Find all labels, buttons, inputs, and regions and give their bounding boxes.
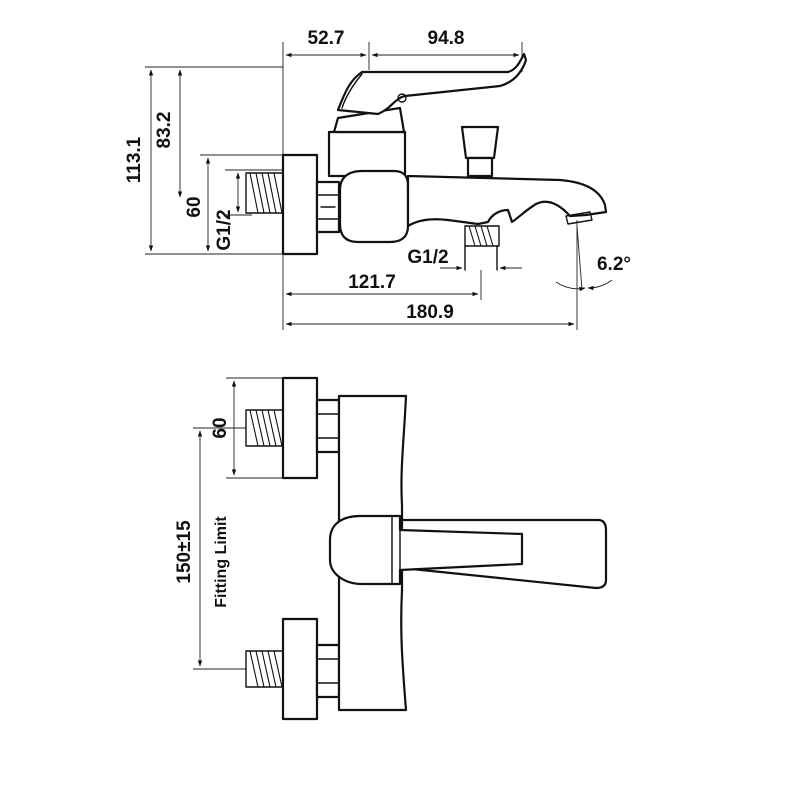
dim-label-52-7: 52.7 xyxy=(308,28,345,49)
diverter-knob xyxy=(460,125,500,178)
dim-label-113-1: 113.1 xyxy=(124,136,145,183)
valve-body xyxy=(338,169,410,244)
front-view: 60 150±15 Fitting Limit xyxy=(174,376,608,721)
dim-bottom: G1/2 121.7 180.9 6.2° xyxy=(282,220,631,330)
top-inlet-thread xyxy=(245,409,284,447)
dim-label-83-2: 83.2 xyxy=(154,112,175,149)
dim-front-150: 150±15 Fitting Limit xyxy=(174,427,246,670)
dim-top: 52.7 94.8 xyxy=(282,28,523,158)
fitting-limit-label: Fitting Limit xyxy=(213,516,230,608)
bottom-inlet-thread xyxy=(245,650,284,688)
dim-label-94-8: 94.8 xyxy=(428,28,465,49)
outlet-thread-side xyxy=(464,225,500,271)
dim-label-angle: 6.2° xyxy=(597,254,631,275)
dim-label-60: 60 xyxy=(184,196,205,217)
lever-front xyxy=(328,514,524,586)
aerator xyxy=(565,211,593,225)
dim-label-121-7: 121.7 xyxy=(348,272,396,293)
cartridge-housing xyxy=(327,130,407,178)
lever-handle-side xyxy=(336,52,528,116)
dim-label-outlet-g12: G1/2 xyxy=(407,247,448,268)
hex-nut-side xyxy=(315,180,341,234)
bottom-hex-nut xyxy=(315,643,341,699)
top-flange-front xyxy=(281,376,319,480)
dim-label-inlet-g12: G1/2 xyxy=(214,209,235,250)
side-view: 52.7 94.8 113.1 83.2 60 G1/2 xyxy=(124,28,631,330)
dim-left: 113.1 83.2 60 G1/2 xyxy=(124,66,283,255)
dim-label-180-9: 180.9 xyxy=(406,302,454,323)
inlet-thread-side xyxy=(245,172,284,214)
spout xyxy=(406,174,608,228)
bottom-flange-front xyxy=(281,617,319,721)
dim-front-label-150: 150±15 xyxy=(174,520,195,584)
top-hex-nut xyxy=(315,398,341,454)
wall-flange-side xyxy=(281,153,319,256)
